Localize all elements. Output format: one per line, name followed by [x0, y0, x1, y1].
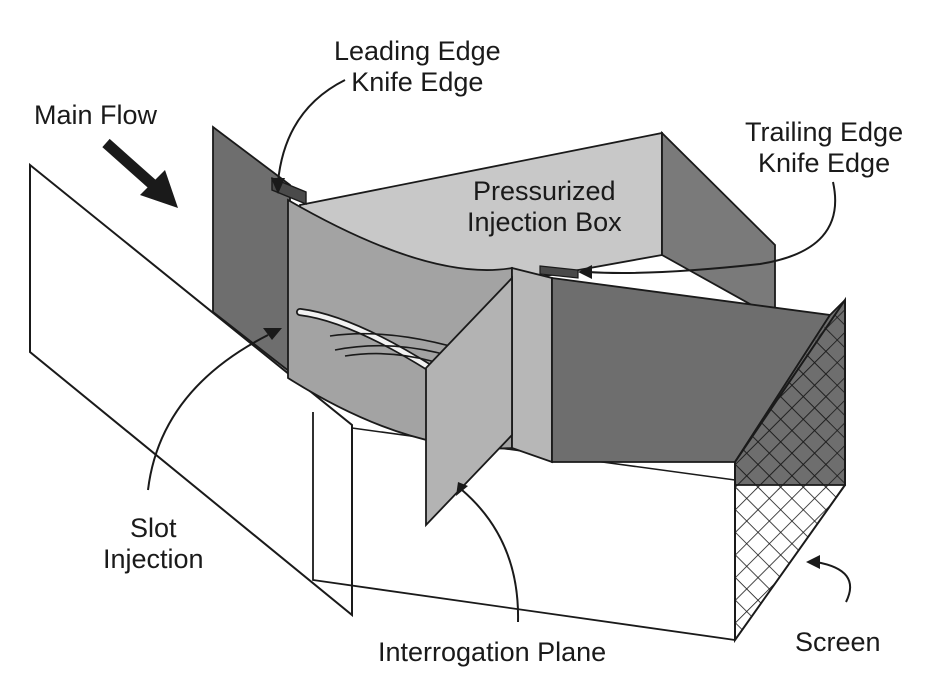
leader-lines [147, 79, 852, 623]
label-main-flow: Main Flow [34, 100, 157, 131]
floor-outline [312, 412, 736, 641]
label-leading-edge-line2: Knife Edge [351, 67, 484, 97]
trailing-edge-panel [511, 266, 553, 464]
trailing-edge-knife-edge [539, 265, 579, 279]
label-screen: Screen [795, 627, 881, 658]
label-trailing-edge-line1: Trailing Edge [745, 117, 904, 147]
label-injection-box-line2: Injection Box [467, 207, 622, 237]
label-interrogation-plane-text: Interrogation Plane [378, 637, 607, 667]
screen-mesh-upper [735, 318, 830, 490]
label-trailing-edge: Trailing Edge Knife Edge [745, 117, 903, 179]
label-slot-injection-line2: Injection [103, 544, 204, 574]
label-screen-text: Screen [795, 627, 881, 657]
label-leading-edge: Leading Edge Knife Edge [334, 36, 501, 98]
label-injection-box: Pressurized Injection Box [467, 176, 622, 238]
label-slot-injection: Slot Injection [103, 513, 204, 575]
inlet-side-wall [29, 162, 353, 618]
label-slot-injection-line1: Slot [130, 513, 177, 543]
label-trailing-edge-line2: Knife Edge [757, 148, 891, 178]
label-interrogation-plane: Interrogation Plane [378, 637, 606, 668]
label-leading-edge-line1: Leading Edge [334, 36, 501, 66]
label-main-flow-text: Main Flow [34, 100, 158, 130]
label-injection-box-line1: Pressurized [473, 176, 616, 206]
main-flow-arrow [102, 138, 178, 208]
interrogation-plane [425, 275, 513, 528]
